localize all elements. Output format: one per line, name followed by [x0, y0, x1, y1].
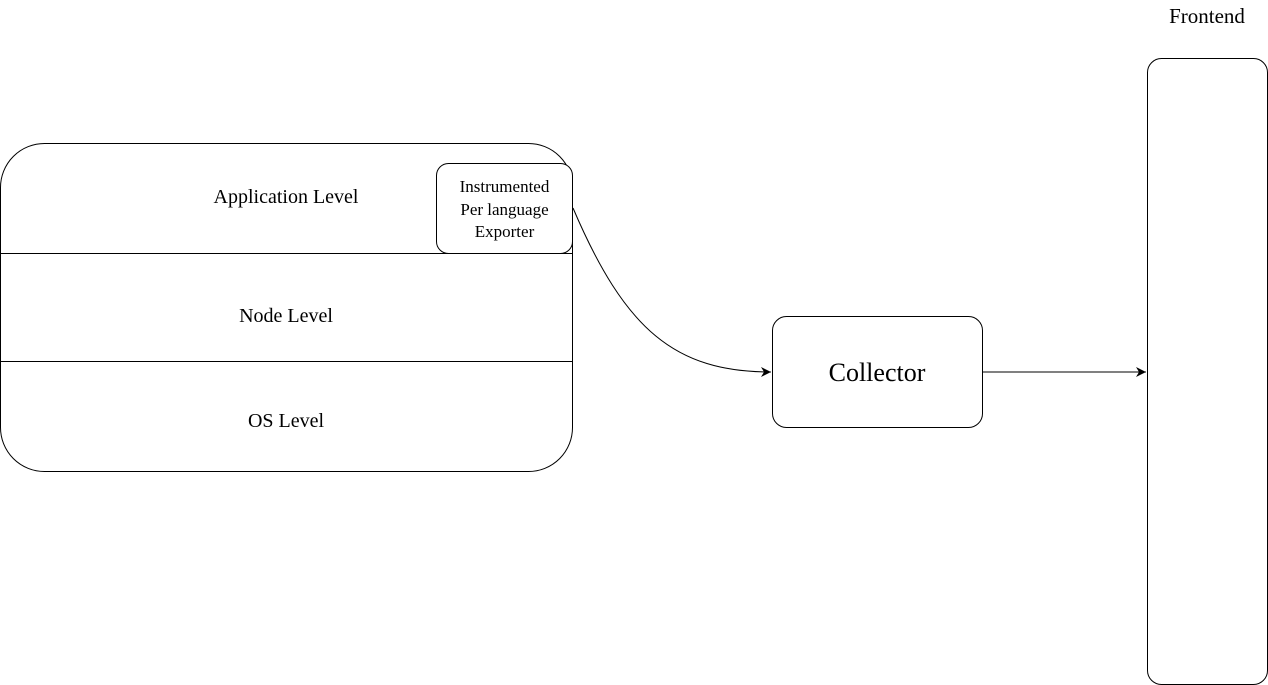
- exporter-label: Instrumented Per language Exporter: [437, 176, 572, 244]
- node-level-label: Node Level: [239, 305, 333, 327]
- exporter-label-line-2: Per language: [460, 199, 549, 219]
- collector-box: [772, 316, 983, 428]
- exporter-label-line-1: Instrumented: [459, 177, 550, 196]
- frontend-label: Frontend: [1169, 4, 1245, 28]
- frontend-box: [1147, 58, 1268, 685]
- host-container: [0, 143, 573, 472]
- collector-label: Collector: [828, 358, 926, 387]
- exporter-label-line-3: Exporter: [474, 222, 535, 241]
- os-level-label: OS Level: [247, 410, 325, 432]
- exporter-box: [436, 163, 573, 254]
- exporter-to-collector-arrow: [572, 207, 772, 377]
- application-level-label: Application Level: [213, 186, 359, 208]
